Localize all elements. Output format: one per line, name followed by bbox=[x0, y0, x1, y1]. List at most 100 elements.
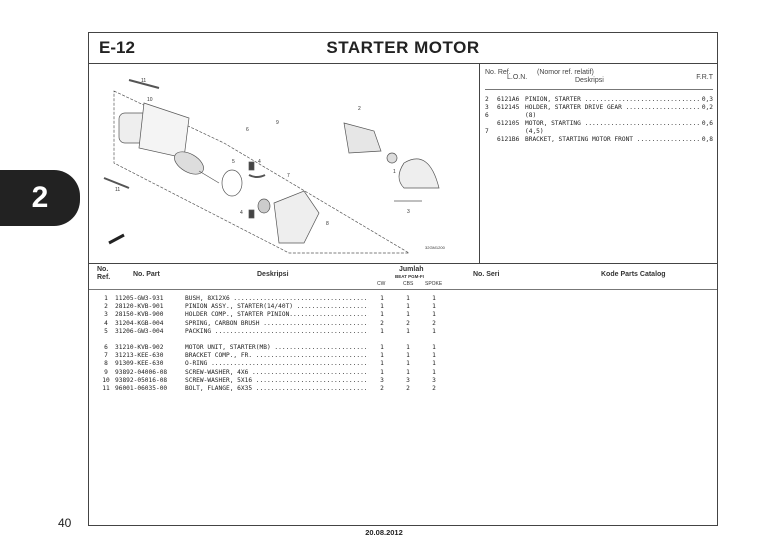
callout: 10 bbox=[147, 97, 153, 103]
cell: 0,8 bbox=[701, 136, 713, 143]
cell: 31204-KGB-004 bbox=[115, 319, 164, 327]
cell: 96001-06035-00 bbox=[115, 384, 168, 392]
cell: 0,2 bbox=[701, 104, 713, 111]
cell: 1 bbox=[432, 327, 436, 335]
col-spoke: SPOKE bbox=[425, 281, 443, 287]
callout: 9 bbox=[276, 120, 279, 126]
callout: 5 bbox=[232, 159, 235, 165]
cell: HOLDER COMP., STARTER PINION............… bbox=[185, 311, 369, 319]
cell: 1 bbox=[432, 360, 436, 368]
col-desc: Deskripsi bbox=[257, 271, 289, 278]
cell: BRACKET COMP., FR. .....................… bbox=[185, 352, 369, 360]
cell bbox=[485, 136, 497, 144]
cell: 31210-KVB-902 bbox=[115, 343, 164, 351]
cell: 1 bbox=[406, 352, 410, 360]
cell: 8 bbox=[104, 360, 108, 368]
cell bbox=[485, 120, 497, 128]
cell: 6121B6 bbox=[497, 136, 520, 143]
cell: 6 bbox=[104, 343, 108, 351]
cell: 3 bbox=[485, 104, 489, 111]
callout: 1 bbox=[393, 169, 396, 175]
table-row: 6121B6 BRACKET, STARTING MOTOR FRONT ....… bbox=[485, 136, 713, 144]
cell: 1 bbox=[380, 343, 384, 351]
cell: 1 bbox=[380, 303, 384, 311]
cell: 1 bbox=[432, 303, 436, 311]
cell: 7 bbox=[104, 352, 108, 360]
callout: 7 bbox=[287, 173, 290, 179]
cell: 0,6 bbox=[701, 120, 713, 127]
cell: 1 bbox=[380, 360, 384, 368]
labor-table: No. Ref. L.O.N. (Nomor ref. relatif) Des… bbox=[485, 69, 713, 144]
col-catalog: Kode Parts Catalog bbox=[601, 271, 666, 278]
cell: HOLDER, STARTER DRIVE GEAR .............… bbox=[525, 104, 699, 111]
table-row: 7(4,5) bbox=[485, 128, 713, 136]
cell: PINION ASSY., STARTER(14/40T) ..........… bbox=[185, 303, 369, 311]
col-desc: Deskripsi bbox=[575, 77, 604, 84]
cell: 2 bbox=[380, 319, 384, 327]
col-cw: CW bbox=[377, 281, 386, 287]
callout: 4 bbox=[240, 210, 243, 216]
cell: 1 bbox=[104, 295, 108, 302]
cell: 31206-GW3-004 bbox=[115, 327, 164, 335]
cell: 2 bbox=[406, 384, 410, 392]
table-row: 3 612145 HOLDER, STARTER DRIVE GEAR ......… bbox=[485, 104, 713, 112]
direction-arrow-icon bbox=[108, 233, 125, 245]
cell: 2 bbox=[432, 319, 436, 327]
cell: 1 bbox=[406, 343, 410, 351]
cell: PINION, STARTER ........................… bbox=[525, 96, 699, 103]
figure-code: 32GM1200 bbox=[425, 245, 446, 250]
cell bbox=[497, 112, 525, 120]
col-note: (Nomor ref. relatif) bbox=[537, 69, 594, 76]
cell: 2 bbox=[432, 384, 436, 392]
o-ring bbox=[221, 169, 243, 197]
col-lon: L.O.N. bbox=[507, 74, 528, 81]
cell: 2 bbox=[380, 384, 384, 392]
cell: SCREW-WASHER, 5X16 .....................… bbox=[185, 376, 369, 384]
callout: 3 bbox=[407, 209, 410, 215]
callout: 4 bbox=[258, 159, 261, 165]
callout: 11 bbox=[141, 78, 146, 84]
starter-pinion bbox=[343, 122, 382, 154]
col-model: BEAT PGM-FI bbox=[395, 274, 424, 279]
cell: 4 bbox=[104, 319, 108, 327]
front-bracket bbox=[273, 190, 320, 244]
callout: 11 bbox=[115, 187, 120, 193]
table-row: 6 31210-KVB-902 MOTOR UNIT, STARTER(MB) ..… bbox=[97, 344, 447, 352]
exploded-diagram: 11 10 2 6 9 5 4 1 7 3 8 4 11 32GM1200 bbox=[103, 78, 446, 254]
cell: SCREW-WASHER, 4X6 ......................… bbox=[185, 368, 369, 376]
cell: 11 bbox=[102, 384, 110, 392]
page-header: E-12 STARTER MOTOR bbox=[89, 33, 717, 64]
divider bbox=[89, 263, 717, 264]
cell: 1 bbox=[432, 368, 436, 376]
cell bbox=[699, 112, 713, 120]
cell: BOLT, FLANGE, 6X35 .....................… bbox=[185, 384, 369, 392]
cell: 612145 bbox=[497, 104, 520, 111]
cell: 2 bbox=[485, 96, 489, 103]
cell bbox=[699, 128, 713, 136]
section-tab: 2 bbox=[0, 170, 80, 226]
cell: 6 bbox=[485, 112, 489, 119]
parts-page-frame: E-12 STARTER MOTOR 11 10 2 6 9 5 4 1 bbox=[88, 32, 718, 526]
cell: O-RING .................................… bbox=[185, 360, 369, 368]
callout: 8 bbox=[326, 221, 329, 227]
cell: MOTOR UNIT, STARTER(MB) ................… bbox=[185, 343, 369, 351]
callout: 6 bbox=[246, 127, 249, 133]
cell: 1 bbox=[380, 352, 384, 360]
table-row: 11 96001-06035-00 BOLT, FLANGE, 6X35 .....… bbox=[97, 385, 447, 393]
cell: 1 bbox=[406, 368, 410, 376]
cell: BRACKET, STARTING MOTOR FRONT ..........… bbox=[525, 136, 699, 143]
cell: 0,3 bbox=[701, 96, 713, 103]
col-seri: No. Seri bbox=[473, 271, 500, 278]
pinion-holder bbox=[398, 158, 440, 189]
cell: 1 bbox=[432, 311, 436, 319]
cell: 5 bbox=[104, 327, 108, 335]
